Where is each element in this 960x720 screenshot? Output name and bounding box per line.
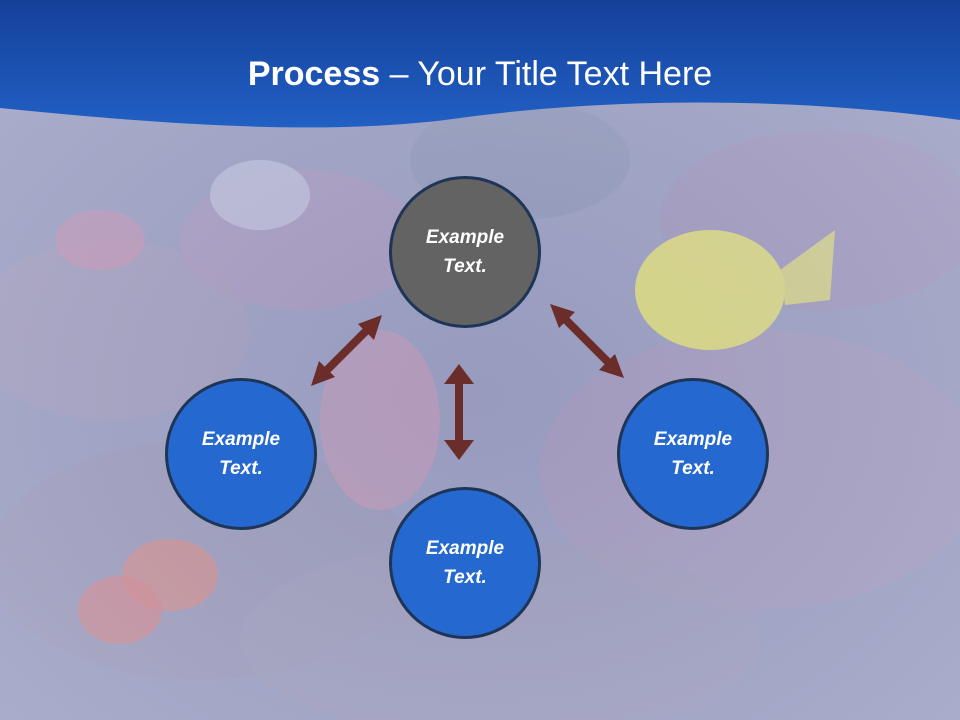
bottom-node[interactable]: Example Text. xyxy=(389,487,541,639)
arrow-center-left xyxy=(311,315,382,386)
title-rest-part: – Your Title Text Here xyxy=(380,55,713,93)
center-node-label: Example Text. xyxy=(425,227,505,277)
center-node[interactable]: Example Text. xyxy=(389,176,541,328)
bottom-node-label: Example Text. xyxy=(425,538,505,588)
arrow-center-bottom xyxy=(444,364,474,460)
slide-title: Process – Your Title Text Here xyxy=(0,52,960,96)
left-node-label: Example Text. xyxy=(201,429,281,479)
title-bold-part: Process xyxy=(247,55,381,93)
left-node[interactable]: Example Text. xyxy=(165,378,317,530)
arrow-center-right xyxy=(550,304,624,378)
right-node-label: Example Text. xyxy=(653,429,733,479)
right-node[interactable]: Example Text. xyxy=(617,378,769,530)
